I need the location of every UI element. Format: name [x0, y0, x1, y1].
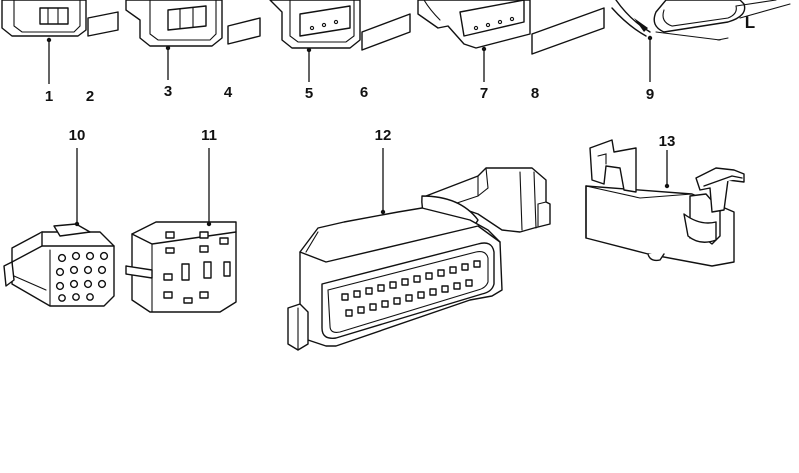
callout-label-4: 4 — [224, 84, 233, 101]
callout-label-3: 3 — [164, 83, 172, 100]
part-4-label-plate — [227, 17, 261, 45]
part-9-cable-sleeve — [611, 0, 791, 41]
part-12-multipin-connector — [287, 167, 551, 351]
part-2-label-plate — [87, 11, 119, 37]
part-6-label-plate — [361, 13, 411, 51]
callout-10: 10 — [69, 127, 86, 222]
pin-row-upper — [341, 260, 481, 301]
pin-row-lower — [345, 279, 473, 317]
callout-label-13: 13 — [659, 133, 676, 150]
part-1-connector — [1, 0, 87, 43]
callout-label-12: 12 — [375, 127, 392, 144]
callout-label-10: 10 — [69, 127, 86, 144]
callout-label-8: 8 — [531, 85, 539, 102]
callout-label-6: 6 — [360, 84, 368, 101]
callout-label-9: 9 — [646, 86, 654, 103]
callout-1: 1 — [45, 42, 53, 105]
callout-label-7: 7 — [480, 85, 488, 102]
callout-9: 9 — [646, 35, 654, 103]
part-11-connector-block — [125, 221, 237, 313]
part-8-label-plate — [531, 7, 605, 55]
callout-label-5: 5 — [305, 85, 313, 102]
callout-5: 5 — [305, 52, 313, 102]
callout-13: 13 — [659, 133, 676, 184]
dimension-label-l: L — [745, 13, 755, 32]
callout-label-1: 1 — [45, 88, 53, 105]
part-10-connector-block — [3, 221, 115, 307]
callout-label-2: 2 — [86, 88, 94, 105]
callout-12: 12 — [375, 127, 392, 210]
part-3-connector — [125, 0, 223, 51]
part-13-holder-bracket — [585, 139, 745, 267]
callout-3: 3 — [164, 50, 172, 100]
callout-7: 7 — [480, 51, 488, 102]
part-7-connector — [417, 0, 531, 52]
part-5-connector — [269, 0, 361, 53]
callout-label-11: 11 — [201, 127, 217, 144]
callout-11: 11 — [201, 127, 217, 222]
